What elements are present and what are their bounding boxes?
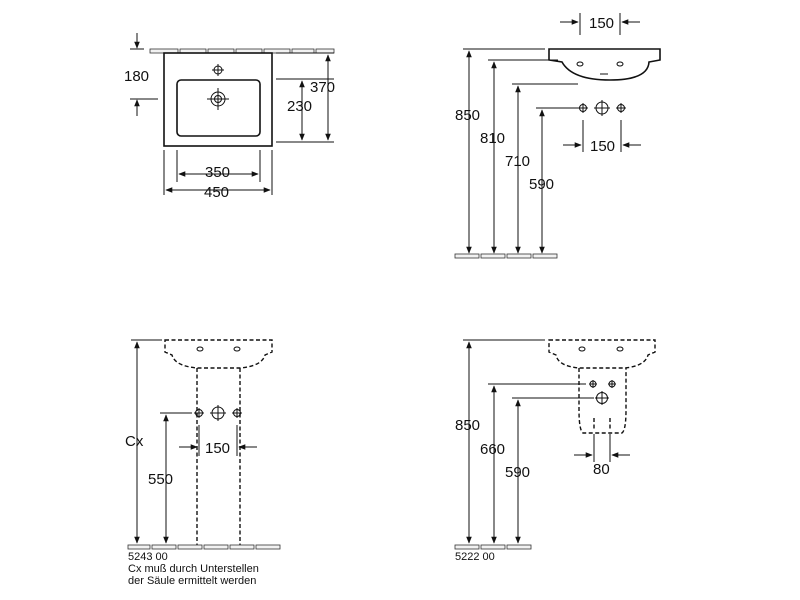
pedestal-dashed: [196, 368, 241, 545]
dim-710-label: 710: [505, 153, 530, 170]
floor-strip: [127, 544, 281, 550]
pedestal-view: Cx 550 150 5243 00 Cx muß durch Unterste…: [125, 339, 281, 587]
basin-bowl: [176, 79, 261, 137]
wall-strip: [149, 48, 335, 54]
dim-150-top-label: 150: [589, 15, 614, 32]
connection-points-icon: [589, 380, 616, 405]
article-number: 5243 00: [128, 551, 168, 563]
dim-590-label: 590: [529, 176, 554, 193]
dim-cx-label: Cx: [125, 433, 144, 450]
dim-850-label: 850: [455, 107, 480, 124]
dim-150-label: 150: [205, 440, 230, 457]
dim-810-label: 810: [480, 130, 505, 147]
dim-660-label: 660: [480, 441, 505, 458]
dim-80-label: 80: [593, 461, 610, 478]
note-line-1: Cx muß durch Unterstellen: [128, 563, 259, 575]
dim-350-label: 350: [205, 164, 230, 181]
dim-450-label: 450: [204, 184, 229, 201]
basin-front: [548, 48, 661, 81]
top-view: 180 370 230 350 450: [124, 33, 335, 201]
basin-dashed: [164, 339, 273, 369]
dim-370-label: 370: [310, 79, 335, 96]
dim-180-label: 180: [124, 68, 149, 85]
dim-230-label: 230: [287, 98, 312, 115]
dim-850-label: 850: [455, 417, 480, 434]
semi-pedestal-view: 850 660 590 80 5222 00: [454, 339, 656, 563]
connection-points-icon: [194, 405, 242, 421]
floor-strip: [454, 544, 532, 550]
semi-pedestal-dashed: [578, 368, 627, 434]
basin-outline: [163, 52, 273, 147]
drain-icon: [207, 88, 229, 110]
dim-150-bottom-label: 150: [590, 138, 615, 155]
floor-strip: [454, 253, 558, 259]
connection-points-icon: [578, 100, 626, 116]
basin-dashed: [548, 339, 656, 369]
article-number: 5222 00: [455, 551, 495, 563]
dim-550-label: 550: [148, 471, 173, 488]
dim-590-label: 590: [505, 464, 530, 481]
note-line-2: der Säule ermittelt werden: [128, 575, 256, 587]
tap-hole-icon: [212, 64, 224, 76]
wall-mounted-view: 150 850 810 710 590 150: [454, 13, 661, 259]
